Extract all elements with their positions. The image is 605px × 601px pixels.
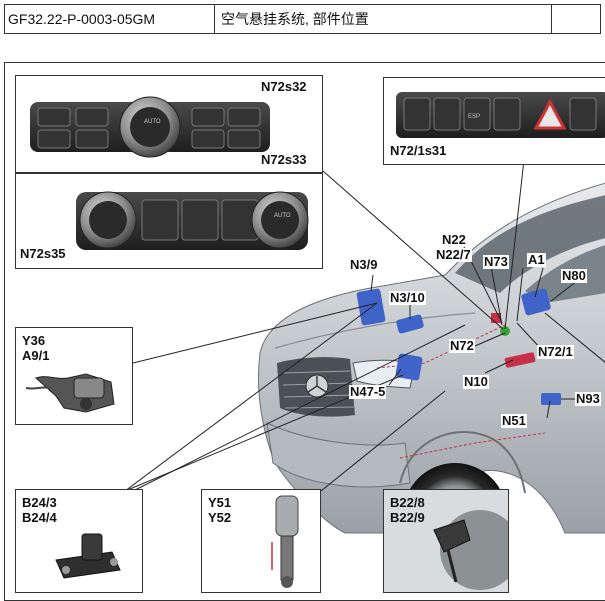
component-box-y51: Y51 Y52 — [201, 489, 321, 593]
label-n72-1s31: N72/1s31 — [390, 143, 447, 158]
strut-illustration — [271, 495, 299, 588]
svg-text:AUTO: AUTO — [144, 119, 161, 125]
label-n3-9: N3/9 — [349, 257, 379, 272]
label-b24-4: B24/4 — [22, 510, 57, 525]
label-n3-10: N3/10 — [389, 290, 426, 305]
label-n72-1: N72/1 — [537, 344, 574, 359]
header-empty-cell — [552, 5, 600, 33]
svg-text:AUTO: AUTO — [274, 213, 291, 219]
component-markers — [356, 288, 561, 405]
acceleration-sensor-illustration — [55, 533, 121, 579]
label-n22-7: N22/7 — [435, 247, 472, 262]
component-location-diagram: AUTO N72s32 N72s33 AUTO N72s35 — [4, 62, 605, 601]
panel-box-n72s35: AUTO N72s35 — [15, 173, 323, 269]
label-n51: N51 — [501, 413, 527, 428]
svg-text:ESP: ESP — [468, 114, 480, 120]
label-n72s32: N72s32 — [261, 79, 307, 94]
label-b22-8: B22/8 — [390, 495, 425, 510]
label-n93: N93 — [575, 391, 601, 406]
control-panel-lower-illustration: AUTO — [76, 191, 309, 250]
component-box-y36: Y36 A9/1 — [15, 327, 133, 425]
label-n22: N22 — [441, 232, 467, 247]
label-n72s33: N72s33 — [261, 152, 307, 167]
level-sensor-illustration — [384, 490, 508, 592]
label-y36: Y36 — [22, 333, 46, 348]
label-n73: N73 — [483, 254, 509, 269]
control-panel-upper-illustration: AUTO — [30, 96, 270, 158]
component-box-b22: B22/8 B22/9 — [383, 489, 509, 593]
panel-box-n72s32: AUTO N72s32 N72s33 — [15, 75, 323, 173]
label-n72s35: N72s35 — [20, 246, 66, 261]
panel-box-n72-1s31: ESP N72/1s31 — [383, 77, 605, 165]
label-b24-3: B24/3 — [22, 495, 57, 510]
label-a1: A1 — [527, 252, 546, 267]
overhead-panel-illustration: ESP — [396, 92, 605, 138]
label-y52: Y52 — [208, 510, 232, 525]
label-n47-5: N47-5 — [349, 384, 387, 399]
document-header: GF32.22-P-0003-05GM 空气悬挂系统, 部件位置 — [4, 4, 601, 34]
component-box-b24: B24/3 B24/4 — [15, 489, 143, 593]
label-y51: Y51 — [208, 495, 232, 510]
label-n72: N72 — [449, 338, 475, 353]
document-code: GF32.22-P-0003-05GM — [5, 5, 215, 33]
label-n10: N10 — [463, 374, 489, 389]
label-b22-9: B22/9 — [390, 510, 425, 525]
document-title: 空气悬挂系统, 部件位置 — [215, 5, 552, 33]
label-a9-1: A9/1 — [22, 348, 50, 363]
compressor-unit-illustration — [25, 373, 115, 413]
label-n80: N80 — [561, 268, 587, 283]
